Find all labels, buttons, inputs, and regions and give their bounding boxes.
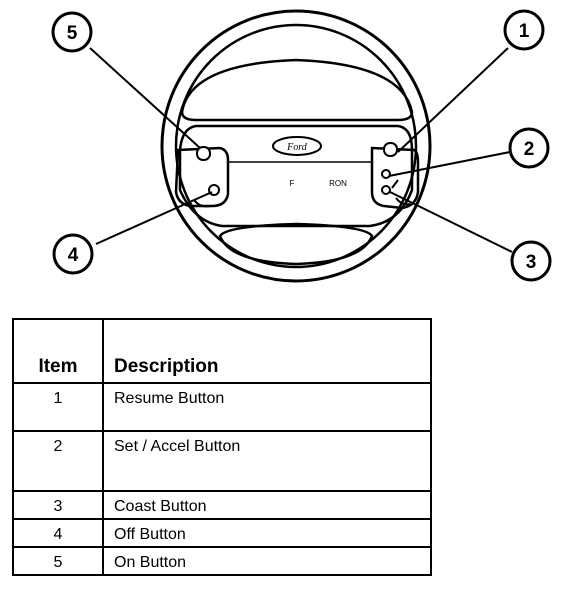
wheel-rim-inner [174, 23, 418, 269]
row-item: 1 [13, 382, 104, 431]
table-row: 2 Set / Accel Button [13, 430, 431, 491]
on-button[interactable] [196, 146, 211, 161]
callout-2: 2 [508, 127, 550, 169]
callout-1-number: 1 [519, 21, 530, 42]
ford-logo [272, 136, 322, 156]
row-item: 5 [13, 546, 104, 575]
steering-wheel-diagram: Ford F RON 1 2 3 4 5 [51, 9, 552, 283]
table-row: 4 Off Button [13, 518, 431, 547]
row-item: 2 [13, 430, 104, 491]
header-description: Description [114, 356, 219, 377]
ford-logo-text: Ford [286, 142, 308, 153]
resume-button[interactable] [383, 142, 398, 157]
row-description: Resume Button [103, 382, 431, 431]
row-description: Coast Button [103, 490, 431, 519]
leader-line-1 [397, 47, 509, 153]
lower-opening [218, 222, 374, 266]
hub [178, 124, 414, 228]
callout-4: 4 [52, 233, 94, 275]
leader-line-4 [95, 191, 213, 245]
callout-2-number: 2 [524, 139, 535, 160]
callout-3-number: 3 [526, 252, 537, 273]
upper-opening [180, 58, 414, 122]
hub-label-right: RON [329, 179, 347, 188]
wheel-rim-outer [160, 9, 432, 283]
row-description: Off Button [103, 518, 431, 547]
callout-3: 3 [510, 240, 552, 282]
leader-line-5 [89, 47, 201, 149]
hub-label-left: F [290, 179, 295, 188]
table-row: 3 Coast Button [13, 490, 431, 519]
callout-1: 1 [503, 9, 545, 51]
callout-5-number: 5 [67, 23, 78, 44]
left-pod-detail [193, 199, 211, 208]
leader-line-3 [389, 191, 513, 253]
row-item: 3 [13, 490, 104, 519]
set-accel-button[interactable] [381, 169, 391, 179]
table-row: 5 On Button [13, 546, 431, 575]
row-description: Set / Accel Button [103, 430, 431, 491]
legend-table: Item Description 1 Resume Button 2 Set /… [12, 318, 432, 576]
right-pod-detail [391, 179, 411, 206]
leader-line-2 [388, 151, 511, 177]
row-description: On Button [103, 546, 431, 575]
left-switch-pod [174, 146, 230, 208]
callout-4-number: 4 [68, 245, 79, 266]
table-row: 1 Resume Button [13, 382, 431, 431]
callout-5: 5 [51, 11, 93, 53]
table-header-row: Item Description [13, 319, 431, 383]
header-item: Item [13, 319, 104, 383]
row-item: 4 [13, 518, 104, 547]
coast-button[interactable] [381, 185, 391, 195]
